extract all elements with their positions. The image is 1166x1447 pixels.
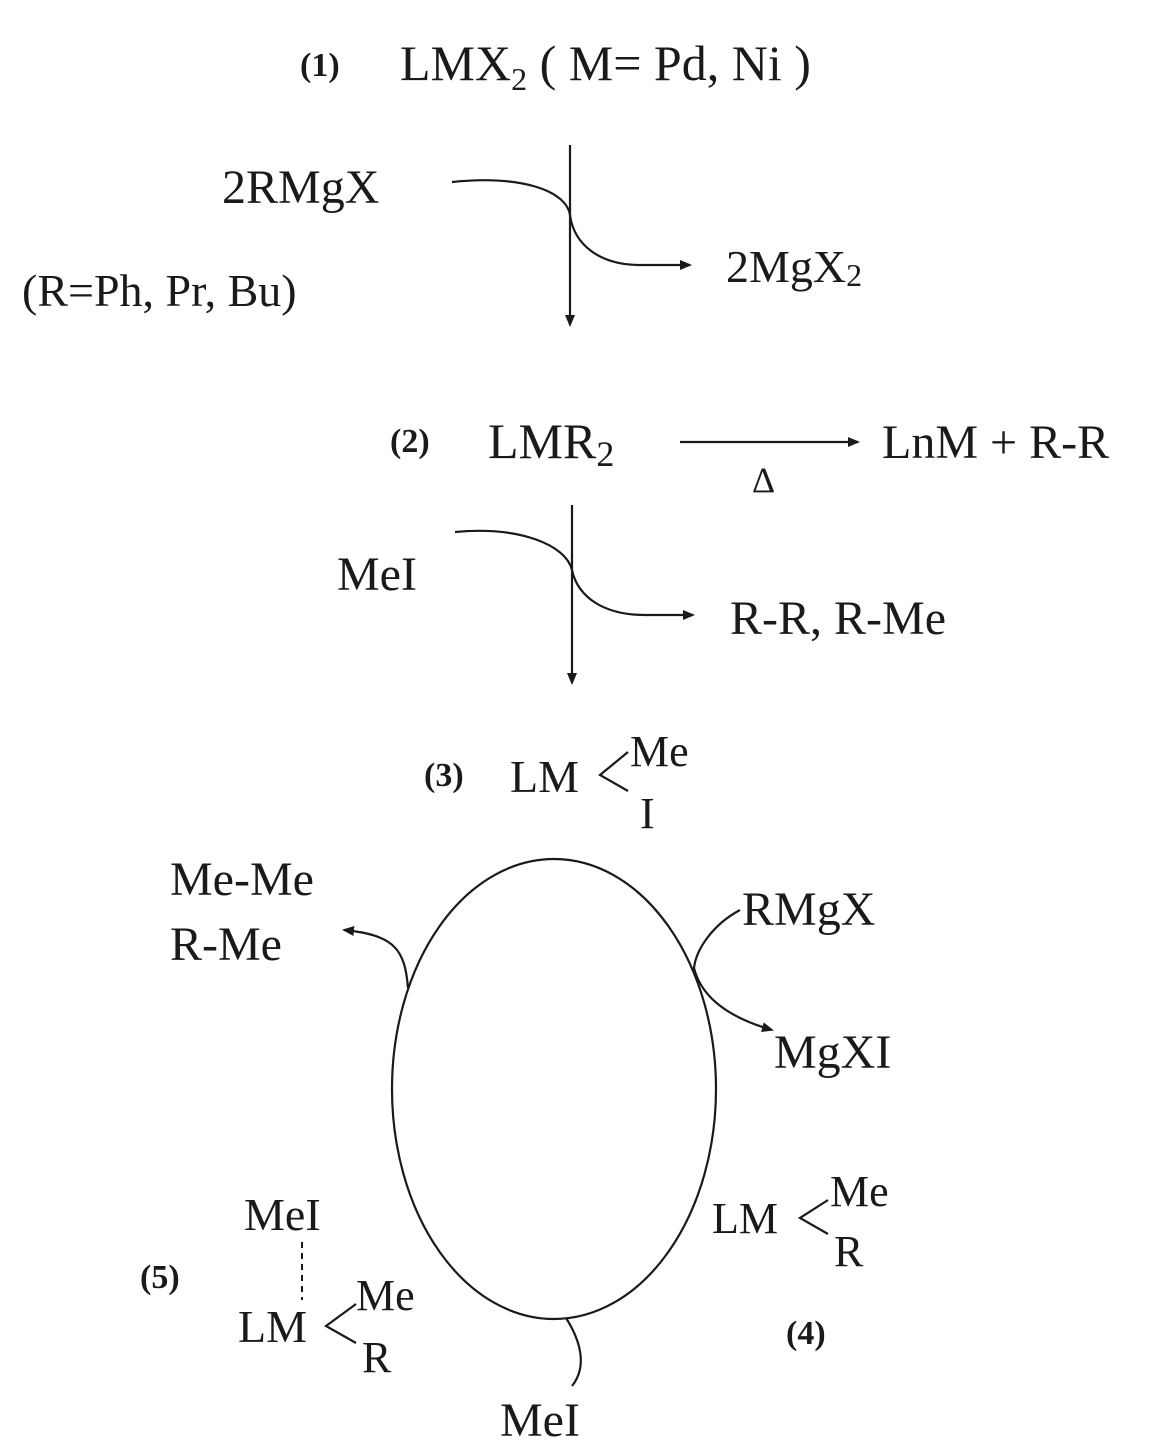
cycle-out-product-2: R-Me: [170, 918, 282, 971]
arrow-reductive-elimination: [342, 926, 410, 989]
arrow-transmetalation: [692, 909, 774, 1033]
reagent1-condition: (R=Ph, Pr, Bu): [22, 265, 297, 316]
step5-top-ligand: Me: [356, 1271, 415, 1320]
cycle-byproduct-out: MgXI: [774, 1026, 891, 1079]
step1-formula: LMX2 ( M= Pd, Ni ): [400, 35, 811, 97]
step3-lm: LM: [510, 751, 579, 802]
step5-adduct: MeI: [244, 1189, 321, 1240]
step3-top-ligand: Me: [630, 727, 689, 776]
step4-top-ligand: Me: [830, 1167, 889, 1216]
step5-lm: LM: [238, 1301, 307, 1352]
step2-formula: LMR2: [488, 413, 614, 474]
step3-bottom-ligand: I: [640, 789, 655, 838]
cycle-bottom-reagent: MeI: [500, 1394, 580, 1447]
step4-bottom-ligand: R: [834, 1227, 864, 1276]
decomposition-product: LnM + R-R: [882, 416, 1109, 469]
reagent2-formula: MeI: [337, 548, 417, 601]
cycle-reagent-in: RMgX: [742, 883, 875, 936]
step5-bottom-ligand: R: [362, 1333, 392, 1382]
step5-label: (5): [140, 1259, 180, 1296]
step1-label: (1): [300, 47, 340, 84]
step4-lm: LM: [712, 1194, 778, 1243]
arrow-oxidative-addition: [565, 1317, 582, 1387]
curved-arrow-grignard: [451, 179, 692, 270]
cycle-out-product-1: Me-Me: [170, 853, 314, 906]
step4-label: (4): [786, 1315, 826, 1352]
step3-label: (3): [424, 757, 464, 794]
byproduct1-formula: 2MgX2: [726, 241, 862, 293]
byproduct2-formula: R-R, R-Me: [730, 592, 946, 645]
heat-symbol: Δ: [752, 460, 775, 500]
curved-arrow-mei: [454, 529, 695, 620]
catalytic-cycle: [390, 857, 718, 1321]
step5-bond-fork: [323, 1303, 357, 1344]
step4-bond-fork: [797, 1199, 829, 1235]
step3-bond-fork: [598, 751, 629, 792]
reagent1-formula: 2RMgX: [222, 161, 379, 214]
step2-label: (2): [390, 423, 430, 460]
